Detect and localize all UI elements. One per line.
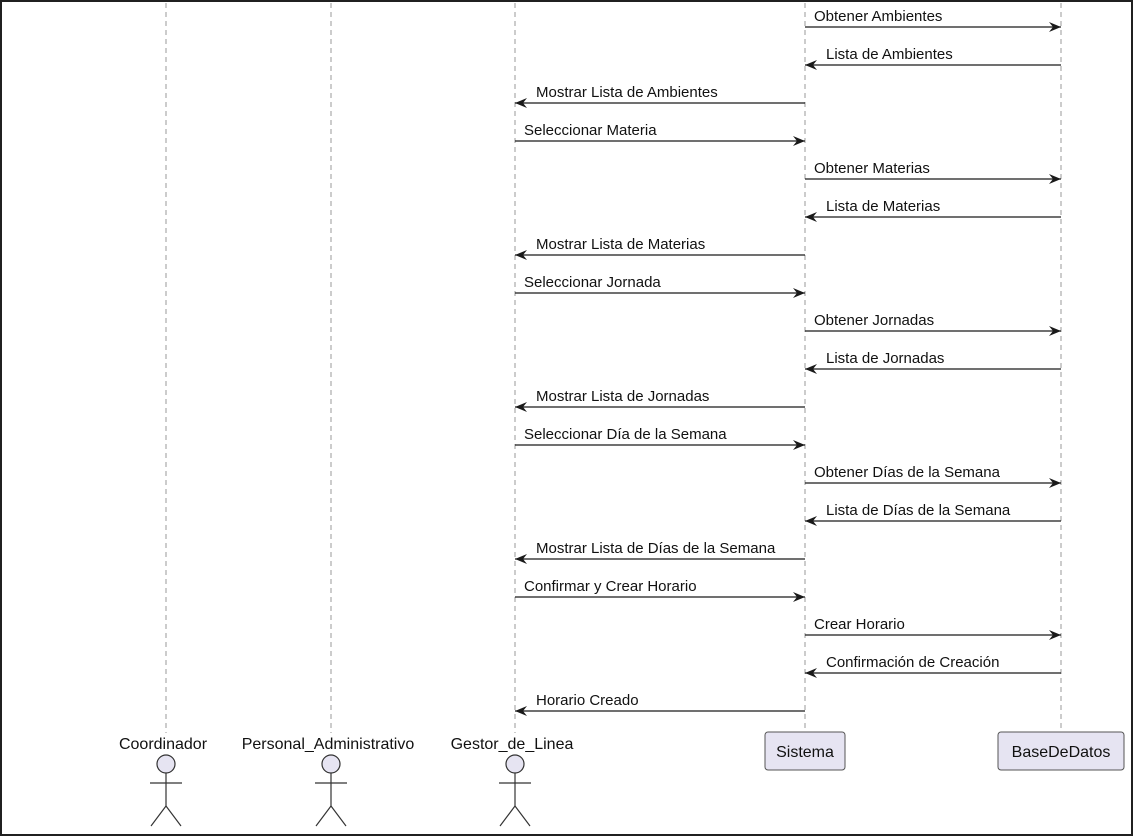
message-label: Obtener Días de la Semana — [814, 464, 1001, 481]
lifelines — [165, 3, 1062, 733]
message-label: Mostrar Lista de Ambientes — [536, 84, 718, 101]
message-label: Seleccionar Materia — [524, 122, 657, 139]
message-label: Obtener Jornadas — [814, 312, 934, 329]
participant-basededatos: BaseDeDatos — [997, 731, 1125, 771]
message: Crear Horario — [805, 616, 1061, 640]
message: Lista de Jornadas — [805, 350, 1061, 374]
message: Mostrar Lista de Ambientes — [515, 84, 805, 108]
message: Obtener Ambientes — [805, 8, 1061, 32]
message: Confirmación de Creación — [805, 654, 1061, 678]
message: Confirmar y Crear Horario — [515, 578, 805, 602]
message-label: Obtener Materias — [814, 160, 930, 177]
actor-gestor: Gestor_de_Linea — [451, 736, 574, 827]
message: Obtener Materias — [805, 160, 1061, 184]
participants: Sistema BaseDeDatos — [764, 731, 1125, 771]
message: Mostrar Lista de Materias — [515, 236, 805, 260]
message: Seleccionar Día de la Semana — [515, 426, 805, 450]
message: Lista de Días de la Semana — [805, 502, 1061, 526]
message: Obtener Jornadas — [805, 312, 1061, 336]
actor-label: Coordinador — [119, 736, 208, 753]
message-label: Mostrar Lista de Jornadas — [536, 388, 709, 405]
message: Seleccionar Jornada — [515, 274, 805, 298]
message: Mostrar Lista de Jornadas — [515, 388, 805, 412]
participant-box — [997, 731, 1125, 771]
message-label: Lista de Materias — [826, 198, 940, 215]
message-label: Lista de Días de la Semana — [826, 502, 1011, 519]
actors: Coordinador Personal_Administrativo Gestor… — [119, 736, 574, 827]
message-label: Confirmar y Crear Horario — [524, 578, 697, 595]
message: Obtener Días de la Semana — [805, 464, 1061, 488]
message-label: Mostrar Lista de Días de la Semana — [536, 540, 776, 557]
message-label: Obtener Ambientes — [814, 8, 942, 25]
message: Horario Creado — [515, 692, 805, 716]
actor-label: Gestor_de_Linea — [451, 736, 574, 753]
participant-label: Sistema — [776, 744, 834, 761]
participant-sistema: Sistema — [764, 731, 846, 771]
message-label: Confirmación de Creación — [826, 654, 999, 671]
actor-label: Personal_Administrativo — [242, 736, 415, 753]
message-label: Lista de Jornadas — [826, 350, 944, 367]
participant-box — [764, 731, 846, 771]
actor-coordinador: Coordinador — [119, 736, 208, 827]
message: Seleccionar Materia — [515, 122, 805, 146]
message: Lista de Ambientes — [805, 46, 1061, 70]
actor-figure-icon — [499, 754, 531, 827]
message-label: Seleccionar Día de la Semana — [524, 426, 727, 443]
message: Mostrar Lista de Días de la Semana — [515, 540, 805, 564]
message-label: Seleccionar Jornada — [524, 274, 661, 291]
actor-figure-icon — [315, 754, 347, 827]
message-label: Crear Horario — [814, 616, 905, 633]
message-label: Horario Creado — [536, 692, 639, 709]
actor-figure-icon — [150, 754, 182, 827]
participant-label: BaseDeDatos — [1012, 744, 1111, 761]
message: Lista de Materias — [805, 198, 1061, 222]
message-label: Mostrar Lista de Materias — [536, 236, 705, 253]
actor-personal: Personal_Administrativo — [242, 736, 415, 827]
message-label: Lista de Ambientes — [826, 46, 953, 63]
